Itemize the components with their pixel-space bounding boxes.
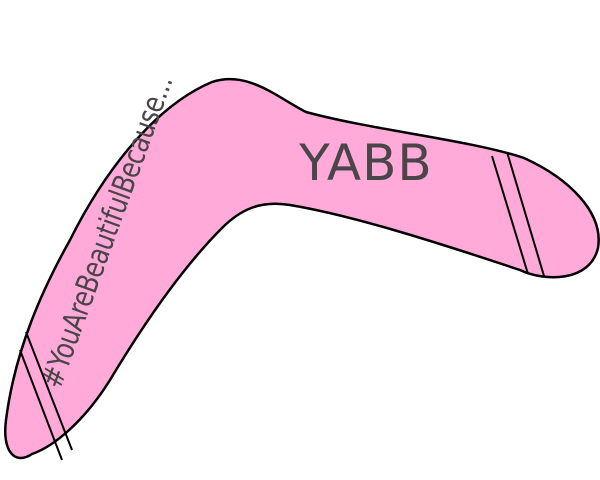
boomerang-body <box>3 77 600 460</box>
stripe-right-1 <box>491 155 529 275</box>
brand-text: YABB <box>298 134 432 192</box>
stripe-left-2 <box>25 331 73 451</box>
stripe-right-2 <box>506 151 545 277</box>
stripe-left-1 <box>19 349 63 461</box>
